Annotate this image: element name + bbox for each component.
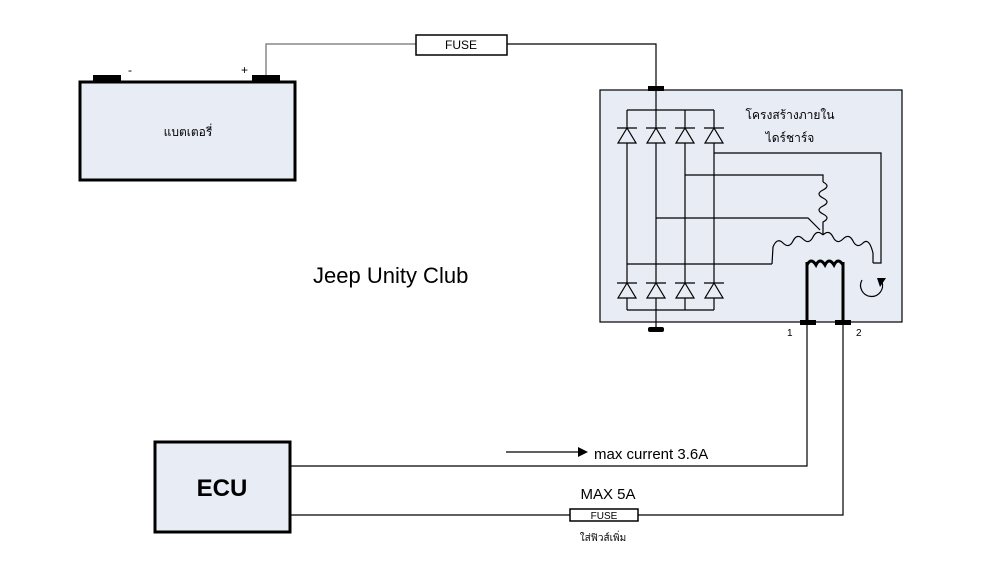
ecu-label: ECU <box>197 475 248 502</box>
battery-positive-terminal <box>252 75 280 83</box>
alternator-title-1: โครงสร้างภายใน <box>746 108 835 122</box>
alternator: โครงสร้างภายใน ไดร์ชาร์จ <box>599 86 903 339</box>
field-terminal-2 <box>835 320 851 325</box>
terminal-1-label: 1 <box>787 328 793 339</box>
alternator-body <box>599 89 903 323</box>
stator-windings <box>771 181 874 265</box>
current-arrow-icon <box>506 447 588 457</box>
fuse-bottom-label: FUSE <box>591 511 618 522</box>
rectifier-diodes <box>616 126 725 299</box>
battery-label: แบตเตอรี่ <box>164 123 213 139</box>
ecu-body <box>153 440 292 534</box>
fuse-bottom: FUSE <box>569 508 639 522</box>
battery: - + แบตเตอรี่ <box>78 63 297 182</box>
alternator-b-terminal <box>648 86 664 91</box>
field-terminal-1 <box>800 320 816 325</box>
max-label: MAX 5A <box>580 486 635 503</box>
watermark-text: Jeep Unity Club <box>313 263 468 288</box>
battery-positive-sign: + <box>241 63 248 77</box>
fuse-top: FUSE <box>415 34 508 56</box>
fuse-top-label: FUSE <box>445 38 477 52</box>
ecu-field-wire-1 <box>290 325 808 467</box>
battery-body <box>78 80 297 182</box>
rotor-field-coil <box>805 259 845 322</box>
ecu: ECU <box>153 440 292 534</box>
fuse-bottom-note: ใส่ฟิวส์เพิ่ม <box>580 530 626 544</box>
battery-negative-sign: - <box>128 63 132 77</box>
battery-negative-terminal <box>93 75 121 83</box>
rotation-arrow-icon <box>859 278 886 297</box>
ecu-field-wire-2b <box>638 325 844 516</box>
alternator-title-2: ไดร์ชาร์จ <box>765 131 815 145</box>
fuse-to-alternator-wire <box>507 43 657 88</box>
terminal-2-label: 2 <box>856 328 862 339</box>
battery-positive-wire <box>265 43 416 78</box>
current-note: max current 3.6A <box>594 446 708 463</box>
